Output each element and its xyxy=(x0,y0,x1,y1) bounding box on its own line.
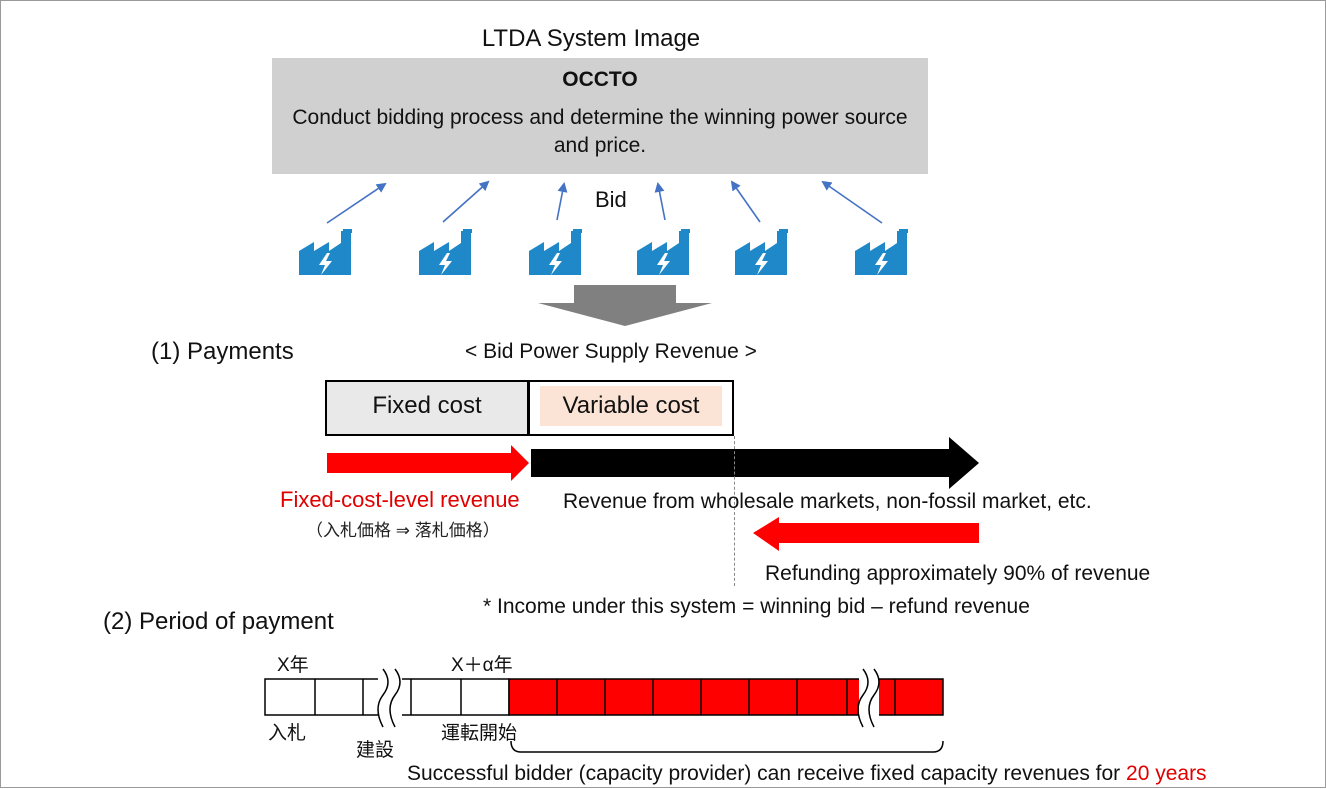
period-heading: (2) Period of payment xyxy=(103,608,334,635)
year-x-alpha-label: X＋α年 xyxy=(451,655,513,676)
variable-cost-box: Variable cost xyxy=(528,380,734,436)
bid-arrow xyxy=(442,180,490,223)
bid-arrow xyxy=(654,182,666,221)
refund-arrow xyxy=(753,517,979,551)
occto-box: OCCTO Conduct bidding process and determ… xyxy=(272,58,928,174)
payments-heading: (1) Payments xyxy=(151,338,294,365)
payment-period-bracket xyxy=(510,740,944,753)
variable-cost-label: Variable cost xyxy=(540,386,722,426)
payment-period-highlight: 20 years xyxy=(1126,762,1207,785)
wholesale-revenue-label: Revenue from wholesale markets, non-foss… xyxy=(563,490,1092,513)
factory-lightning-icon xyxy=(855,229,908,275)
bid-arrow xyxy=(730,180,761,223)
fixed-revenue-label: Fixed-cost-level revenue xyxy=(280,487,520,512)
wholesale-revenue-arrow xyxy=(531,437,979,489)
bid-arrow xyxy=(821,180,883,224)
revenue-heading: < Bid Power Supply Revenue > xyxy=(465,340,757,363)
year-x-label: X年 xyxy=(277,655,309,676)
factory-lightning-icon xyxy=(419,229,472,275)
operation-start-label: 運転開始 xyxy=(441,723,518,744)
payment-period-note: Successful bidder (capacity provider) ca… xyxy=(407,762,1207,786)
fixed-cost-box: Fixed cost xyxy=(325,380,529,436)
payment-period-note-text: Successful bidder (capacity provider) ca… xyxy=(407,762,1127,785)
factory-lightning-icon xyxy=(735,229,788,275)
bid-arrow xyxy=(326,182,387,224)
fixed-cost-label: Fixed cost xyxy=(372,392,482,419)
occto-name: OCCTO xyxy=(562,68,638,91)
dashed-divider xyxy=(734,436,735,586)
income-note: * Income under this system = winning bid… xyxy=(483,595,1030,618)
bid-stage-label: 入札 xyxy=(268,723,307,744)
bid-label: Bid xyxy=(595,187,627,212)
occto-description: Conduct bidding process and determine th… xyxy=(292,106,908,157)
refund-label: Refunding approximately 90% of revenue xyxy=(765,562,1151,585)
factory-lightning-icon xyxy=(529,229,582,275)
factory-lightning-icon xyxy=(299,229,352,275)
fixed-revenue-arrow xyxy=(327,445,529,481)
diagram-title: LTDA System Image xyxy=(481,25,701,52)
construction-stage-label: 建設 xyxy=(356,740,395,761)
down-arrow-icon xyxy=(538,285,712,326)
price-note: （入札価格 ⇒ 落札価格） xyxy=(306,521,500,540)
bid-arrow xyxy=(556,182,568,221)
payment-timeline xyxy=(264,668,944,753)
factory-lightning-icon xyxy=(637,229,690,275)
